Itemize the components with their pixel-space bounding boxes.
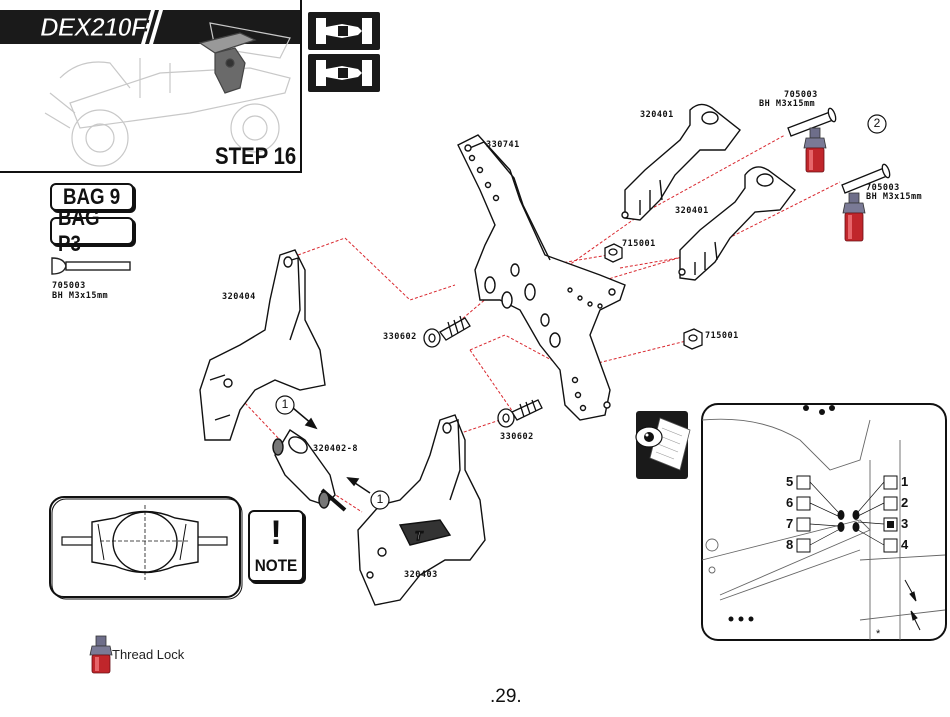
car-orientation-icon-top (308, 12, 380, 50)
guide-line (469, 334, 571, 371)
part-label-715001-b: 715001 (705, 331, 739, 341)
part-label-320401-bottom: 320401 (675, 206, 709, 216)
callout-1-lower-label: 1 (376, 492, 384, 506)
install-detail-panel (701, 403, 947, 641)
part-desc-705003-right: BH M3x15mm (866, 192, 923, 202)
hole-number-3: 3 (901, 516, 909, 531)
hole-box-8 (796, 538, 811, 553)
screw-705003-top (787, 107, 837, 137)
note-label: NOTE (254, 556, 298, 575)
callout-1-upper (275, 395, 295, 415)
callout-2 (867, 114, 887, 134)
part-label-320403: 320403 (404, 570, 438, 580)
nut-715001-a (604, 243, 623, 263)
part-label-320401-top: 320401 (640, 110, 674, 120)
callout-1-lower (370, 490, 390, 510)
part-label-330602-b: 330602 (500, 432, 534, 442)
hole-number-5: 5 (786, 474, 794, 489)
thread-lock-bottle-right (842, 192, 866, 242)
wing-mount-320401-top (621, 103, 741, 221)
hole-number-2: 2 (901, 495, 909, 510)
bag-label-9: BAG 9 (50, 183, 134, 211)
thread-lock-bottle-top (803, 127, 827, 173)
view-icon (635, 411, 691, 479)
part-label-330602-a: 330602 (383, 332, 417, 342)
asterisk-mark: * (876, 628, 881, 640)
hole-number-4: 4 (901, 537, 909, 552)
insert-320402-8 (272, 429, 347, 512)
thread-lock-legend-label: Thread Lock (112, 647, 185, 662)
insert-detail-box (49, 496, 243, 600)
step-label: STEP 16 (215, 143, 297, 170)
part-desc-705003-top: BH M3x15mm (759, 99, 816, 109)
hole-number-8: 8 (786, 537, 794, 552)
hole-number-7: 7 (786, 516, 794, 531)
callout-1-upper-label: 1 (281, 397, 289, 411)
wing-mount-320401-bottom (678, 166, 796, 281)
hole-box-6 (796, 496, 811, 511)
exclamation-icon: ! (270, 514, 282, 552)
part-label-320404: 320404 (222, 292, 256, 302)
car-orientation-icon-bottom (308, 54, 380, 92)
guide-line (297, 237, 456, 301)
hole-box-2 (883, 496, 898, 511)
direction-arrows (292, 407, 371, 494)
bracket-320403: T (357, 414, 486, 606)
part-label-705003-right: 705003 (866, 183, 900, 193)
hole-number-1: 1 (901, 474, 909, 489)
logo-stripes (141, 10, 163, 44)
hardware-part-number: 705003 (52, 281, 86, 291)
guide-line (439, 349, 516, 441)
nut-715001-b (683, 328, 703, 350)
part-label-715001-a: 715001 (622, 239, 656, 249)
shock-tower-330741 (457, 134, 626, 421)
part-label-705003-top: 705003 (784, 90, 818, 100)
hole-box-3-selected (887, 521, 894, 528)
bracket-320404 (199, 249, 326, 441)
hole-box-4 (883, 538, 898, 553)
hardware-description: BH M3x15mm (52, 291, 109, 301)
part-label-320402-8: 320402-8 (313, 444, 358, 454)
callout-2-label: 2 (873, 116, 881, 130)
buggy-illustration (44, 22, 291, 167)
guide-line (604, 181, 841, 281)
model-logo: DEX210F (40, 12, 148, 43)
thread-lock-legend-icon (89, 635, 113, 674)
svg-text:T: T (415, 529, 424, 543)
note-box: ! NOTE (248, 510, 304, 582)
hole-number-6: 6 (786, 495, 794, 510)
screw-705003-right (841, 163, 891, 194)
bolt-330602-a (423, 315, 471, 348)
hole-box-5 (796, 475, 811, 490)
bag-label-p3: BAG P3 (50, 205, 134, 256)
page-number: .29. (490, 686, 522, 707)
screw-icon (51, 257, 131, 275)
hole-box-7 (796, 517, 811, 532)
part-label-330741: 330741 (486, 140, 520, 150)
hole-box-1 (883, 475, 898, 490)
bolt-330602-b (497, 399, 543, 428)
